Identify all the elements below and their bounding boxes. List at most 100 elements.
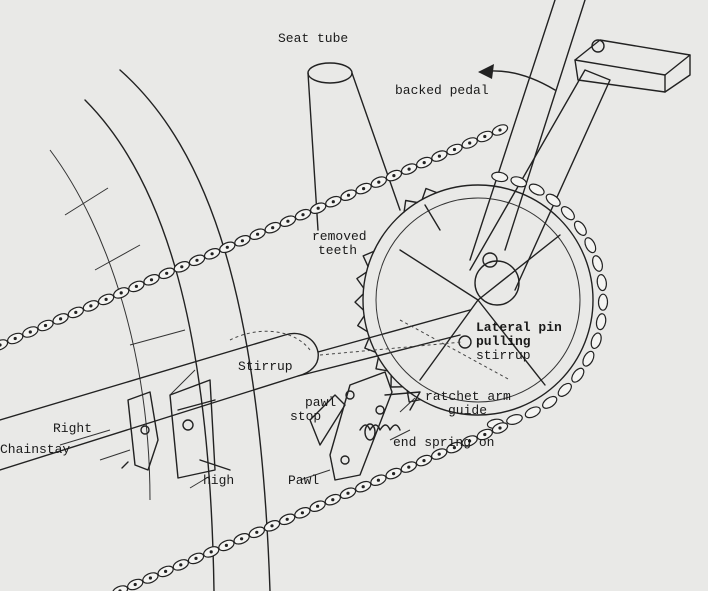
chainstay (0, 309, 471, 471)
chainring (354, 184, 594, 416)
spring (359, 423, 401, 441)
chain-pin (240, 239, 244, 243)
chain-pin (271, 226, 275, 230)
chain-pin (498, 128, 502, 132)
chainring-tooth (406, 389, 422, 403)
chain-pin (104, 297, 108, 301)
label-chainstay: Chainstay (0, 442, 71, 457)
chainring-tooth (356, 271, 368, 289)
chain-link (491, 171, 509, 183)
chain-link (596, 274, 607, 292)
chain-pin (28, 330, 32, 334)
chain-pin (346, 491, 350, 495)
chain-pin (194, 556, 198, 561)
chain-pin (316, 504, 320, 508)
chain-pin (362, 187, 366, 191)
chainring-tooth (403, 199, 418, 213)
chain-pin (224, 543, 228, 548)
chain-pin (148, 576, 152, 580)
label-end-spring: end spring on (393, 436, 494, 450)
chainring-tooth (362, 250, 375, 268)
chain-pin (300, 511, 304, 515)
label-ratchet-arm: ratchet arm (425, 389, 511, 404)
chainring-tooth (354, 293, 365, 311)
chain-link (571, 367, 585, 383)
chain-pin (179, 563, 183, 567)
chain-link (597, 293, 609, 311)
chain-pin (331, 200, 335, 204)
label-right: Right (53, 421, 93, 436)
chain-pin (270, 524, 274, 528)
chainring-tooth (390, 374, 404, 388)
chain-front-run (486, 171, 609, 429)
seat-tube (307, 0, 586, 261)
chain-pin (377, 180, 381, 184)
label-seat-tube: Seat tube (278, 31, 349, 46)
chain-pin (74, 310, 78, 314)
chain-pin (392, 472, 396, 476)
chain-pin (286, 219, 290, 223)
chain-link (582, 350, 595, 367)
chain-link (524, 406, 541, 419)
chainring-tooth (421, 187, 438, 201)
chain-link (560, 206, 575, 221)
label-lateral-pin: Lateral pin (476, 320, 562, 335)
chain-pin (346, 193, 351, 197)
crank-arm (469, 39, 691, 306)
label-end-spring-text: end spring on (393, 435, 495, 450)
label-guide: guide (448, 403, 488, 418)
chain-link (542, 395, 558, 409)
chain-link (510, 176, 528, 188)
chain-pin (468, 439, 472, 443)
label-pawl: Pawl (288, 473, 320, 488)
chain-pin (483, 134, 487, 139)
chain-pin (43, 323, 48, 328)
chain-link (545, 193, 561, 207)
label-pawl-stop-2: stop (290, 409, 322, 424)
chain-link (592, 255, 603, 272)
chain-pin (240, 537, 244, 541)
chain-pin (483, 432, 487, 437)
chain-pin (89, 304, 93, 308)
label-backed-pedal: backed pedal (395, 83, 489, 98)
chain-pin (134, 284, 138, 288)
label-pulling: pulling (476, 334, 531, 349)
chain-link (584, 237, 597, 254)
chain-pin (195, 258, 199, 262)
chain-pin (180, 265, 184, 269)
label-high: high (203, 473, 235, 488)
chain-pin (422, 459, 426, 463)
chain-lower-run (111, 422, 509, 591)
chain-pin (13, 336, 17, 341)
chain-pin (285, 517, 289, 521)
chain-pin (164, 569, 168, 574)
chain-pin (165, 271, 169, 275)
chainring-tooth (375, 356, 389, 372)
leader-lines (59, 369, 416, 489)
chain-pin (316, 206, 320, 210)
lateral-pin (458, 335, 472, 349)
label-removed: removed (312, 229, 367, 244)
dropout-bracket (121, 391, 159, 471)
chain-pin (210, 252, 214, 256)
chain-pin (225, 245, 229, 249)
chain-pin (392, 174, 396, 178)
chain-pin (422, 161, 426, 165)
chain-pin (452, 147, 457, 152)
chain-link (595, 313, 607, 331)
label-teeth: teeth (318, 243, 358, 258)
chain-pin (468, 141, 472, 145)
chain-pin (452, 446, 456, 450)
chain-pin (376, 478, 380, 482)
chain-pin (331, 498, 335, 502)
pawl-assembly (309, 371, 421, 481)
chainring-tooth (364, 336, 377, 353)
chain-pin (437, 154, 441, 158)
label-stirrup: Stirrup (238, 359, 293, 374)
chainring-teeth (354, 187, 438, 403)
chain-pin (149, 278, 154, 282)
chain-pin (361, 485, 365, 489)
chain-link (590, 332, 602, 350)
